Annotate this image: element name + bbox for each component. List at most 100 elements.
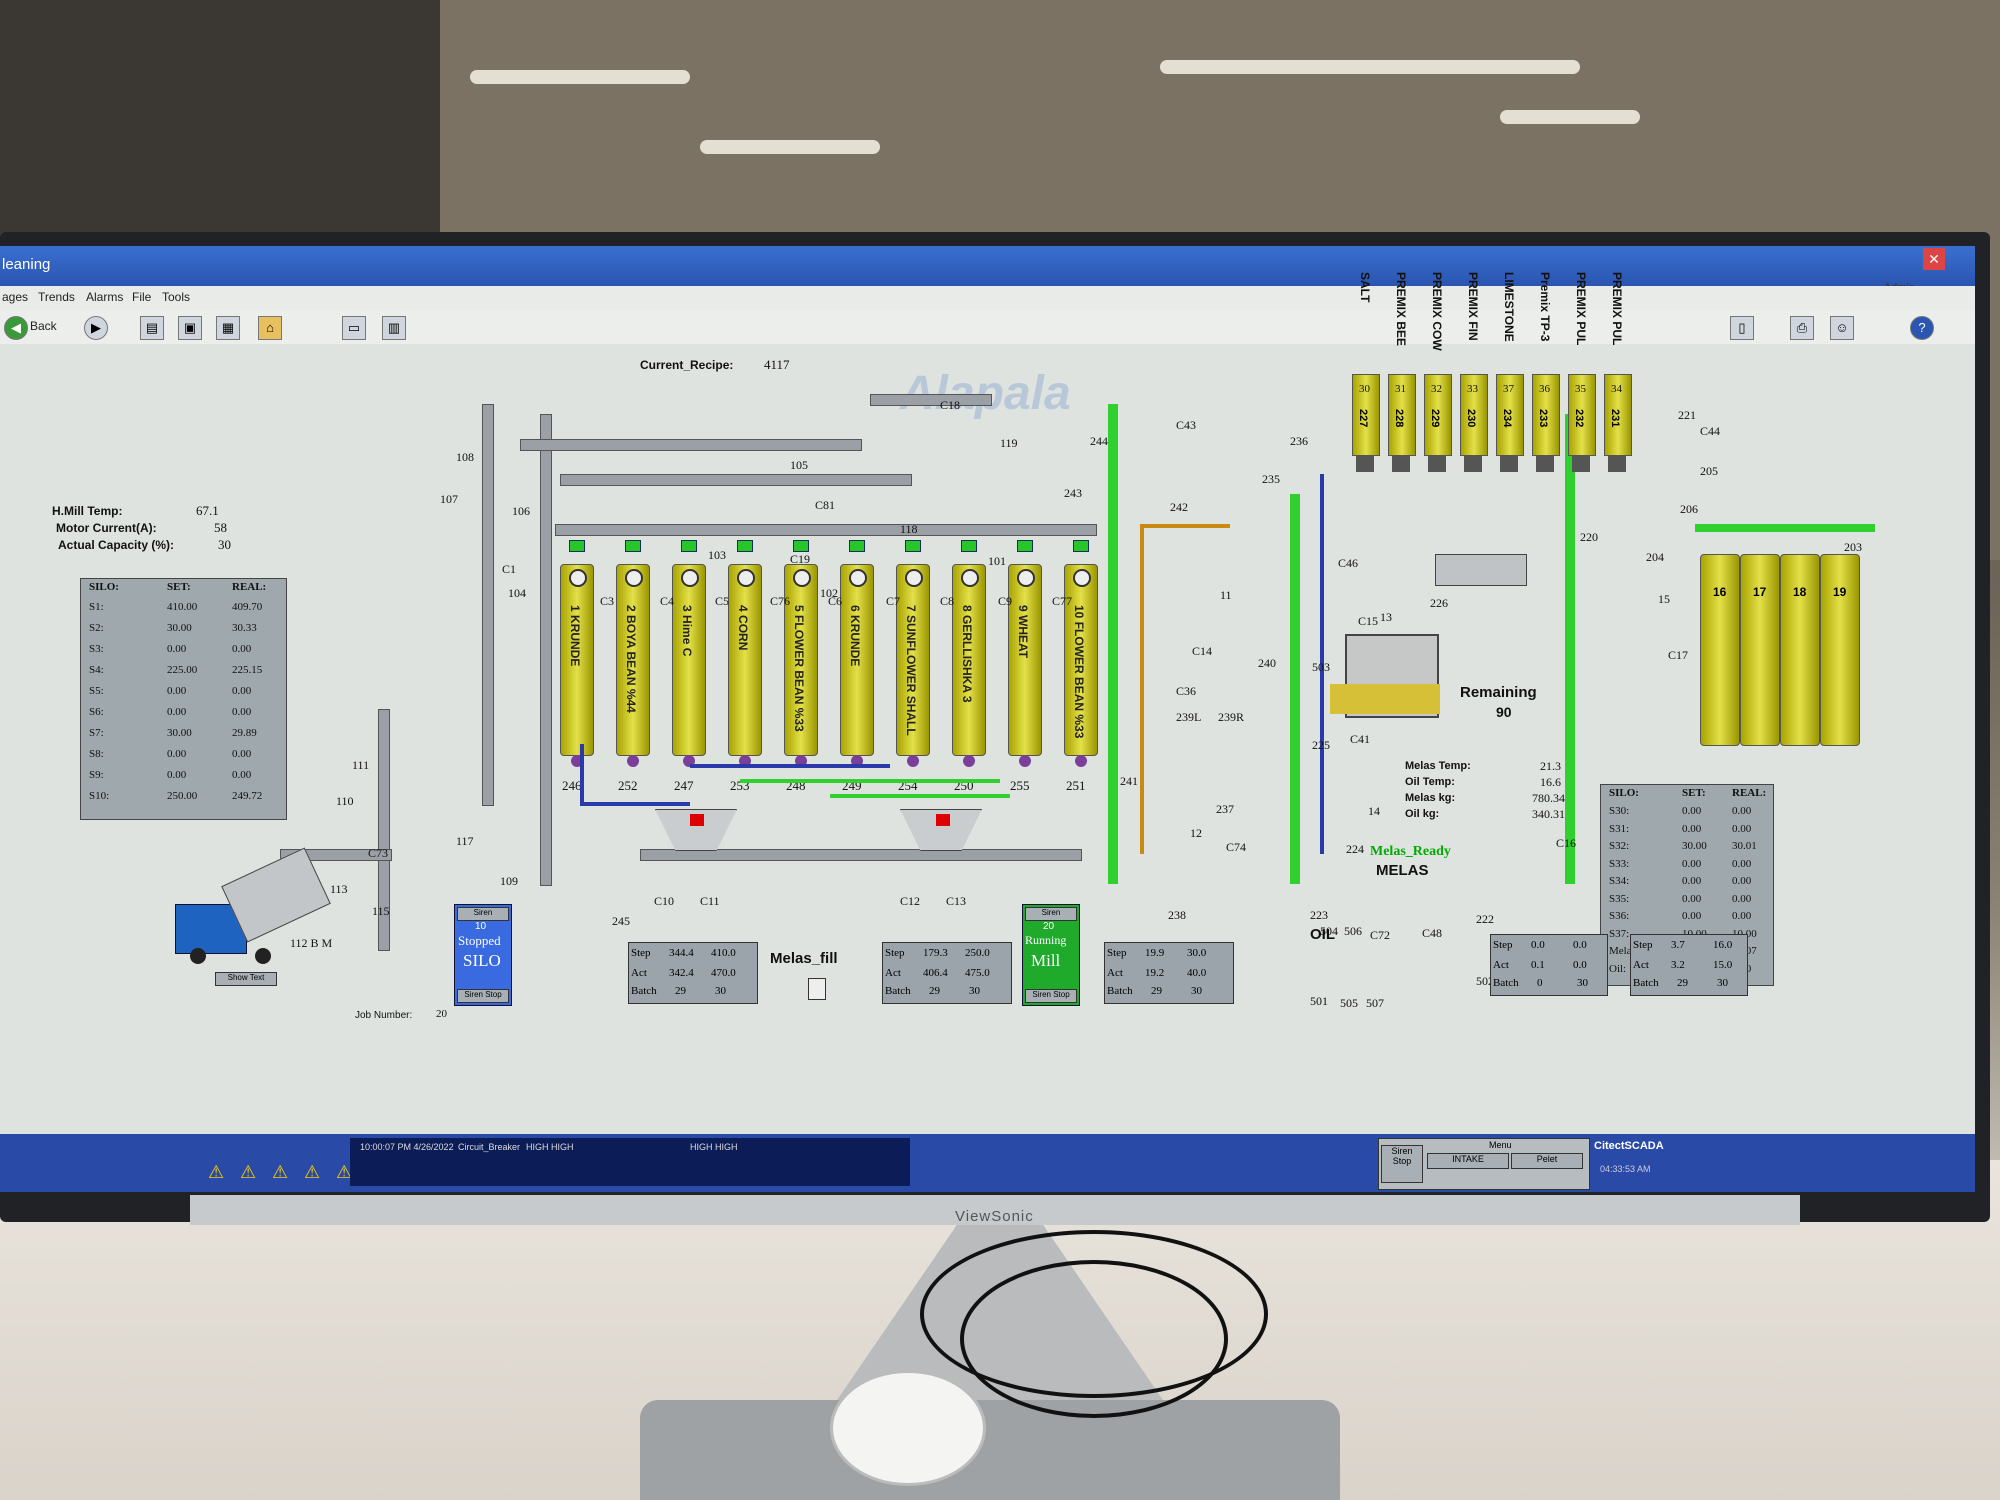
equipment-tag[interactable]: 118	[900, 522, 918, 536]
equipment-tag[interactable]: 506	[1344, 924, 1362, 938]
feed-gate-icon[interactable]	[625, 540, 641, 552]
feed-gate-icon[interactable]	[737, 540, 753, 552]
equipment-tag[interactable]: 14	[1368, 804, 1380, 818]
finished-silo-17[interactable]: 17	[1740, 554, 1780, 746]
equipment-tag[interactable]: 104	[508, 586, 526, 600]
print-icon[interactable]: ▦	[216, 316, 240, 340]
warning-icon[interactable]: ⚠	[208, 1162, 225, 1182]
menu-alarms[interactable]: Alarms	[86, 290, 124, 304]
forward-arrow-icon[interactable]: ▶	[84, 316, 108, 340]
equipment-tag[interactable]: 237	[1216, 802, 1234, 816]
feed-gate-icon[interactable]	[793, 540, 809, 552]
equipment-tag[interactable]: 115	[372, 904, 390, 918]
equipment-tag[interactable]: C74	[1226, 840, 1247, 854]
equipment-tag[interactable]: 244	[1090, 434, 1108, 448]
silo-5[interactable]: 5 FLOWER BEAN %33	[784, 564, 818, 767]
melas-fill-checkbox[interactable]	[808, 978, 826, 1000]
equipment-tag[interactable]: 205	[1700, 464, 1718, 478]
menu-file[interactable]: File	[132, 290, 152, 304]
equipment-tag[interactable]: C5	[715, 594, 730, 608]
equipment-tag[interactable]: C13	[946, 894, 967, 908]
silo-10[interactable]: 10 FLOWER BEAN %33	[1064, 564, 1098, 767]
feed-gate-icon[interactable]	[849, 540, 865, 552]
warning-icon[interactable]: ⚠	[304, 1162, 321, 1182]
equipment-tag[interactable]: 113	[330, 882, 348, 896]
equipment-tag[interactable]: C16	[1556, 836, 1577, 850]
warning-icon[interactable]: ⚠	[240, 1162, 257, 1182]
equipment-tag[interactable]: C46	[1338, 556, 1359, 570]
equipment-tag[interactable]: C19	[790, 552, 811, 566]
equipment-tag[interactable]: 220	[1580, 530, 1598, 544]
equipment-tag[interactable]: C4	[660, 594, 675, 608]
silo-8[interactable]: 8 GERLLISHKA 3	[952, 564, 986, 767]
picture-icon[interactable]: ▭	[342, 316, 366, 340]
finished-silo-19[interactable]: 19	[1820, 554, 1860, 746]
equipment-tag[interactable]: C76	[770, 594, 791, 608]
equipment-tag[interactable]: C9	[998, 594, 1013, 608]
discharge-valve-icon[interactable]	[627, 755, 639, 767]
mill-siren-button[interactable]: Siren	[1025, 907, 1077, 921]
equipment-tag[interactable]: 102	[820, 586, 838, 600]
equipment-tag[interactable]: 502	[1476, 974, 1494, 988]
finished-silo-18[interactable]: 18	[1780, 554, 1820, 746]
equipment-tag[interactable]: 507	[1366, 996, 1384, 1010]
equipment-tag[interactable]: 13	[1380, 610, 1392, 624]
warning-icon[interactable]: ⚠	[336, 1162, 353, 1182]
feed-gate-icon[interactable]	[1073, 540, 1089, 552]
equipment-tag[interactable]: C3	[600, 594, 615, 608]
equipment-tag[interactable]: C17	[1668, 648, 1689, 662]
equipment-tag[interactable]: 103	[708, 548, 726, 562]
menu-trends[interactable]: Trends	[38, 290, 75, 304]
feed-gate-icon[interactable]	[569, 540, 585, 552]
back-button[interactable]: Back	[30, 319, 57, 333]
printer-icon[interactable]: ⎙	[1790, 316, 1814, 340]
equipment-tag[interactable]: 206	[1680, 502, 1698, 516]
equipment-tag[interactable]: C8	[940, 594, 955, 608]
equipment-tag[interactable]: C77	[1052, 594, 1073, 608]
equipment-tag[interactable]: 111	[352, 758, 370, 772]
equipment-tag[interactable]: 107	[440, 492, 458, 506]
discharge-valve-icon[interactable]	[907, 755, 919, 767]
equipment-tag[interactable]: 15	[1658, 592, 1670, 606]
equipment-tag[interactable]: 225	[1312, 738, 1330, 752]
window-icon[interactable]: ▣	[178, 316, 202, 340]
alarm-list[interactable]: 10:00:07 PM 4/26/2022 Circuit_Breaker HI…	[350, 1138, 910, 1186]
equipment-tag[interactable]: 240	[1258, 656, 1276, 670]
menu-tools[interactable]: Tools	[162, 290, 191, 304]
equipment-tag[interactable]: 112 B M	[290, 936, 333, 950]
feed-gate-icon[interactable]	[905, 540, 921, 552]
help-icon[interactable]: ?	[1910, 316, 1934, 340]
equipment-tag[interactable]: 505	[1340, 996, 1358, 1010]
equipment-tag[interactable]: 242	[1170, 500, 1188, 514]
users-icon[interactable]: ☺	[1830, 316, 1854, 340]
equipment-tag[interactable]: 503	[1312, 660, 1330, 674]
discharge-valve-icon[interactable]	[1019, 755, 1031, 767]
equipment-tag[interactable]: 101	[988, 554, 1006, 568]
equipment-tag[interactable]: 241	[1120, 774, 1138, 788]
silo-7[interactable]: 7 SUNFLOWER SHALL	[896, 564, 930, 767]
show-text-button[interactable]: Show Text	[215, 972, 277, 986]
finished-silo-16[interactable]: 16	[1700, 554, 1740, 746]
siren-stop-button[interactable]: Siren Stop	[1381, 1145, 1423, 1183]
menu-pages[interactable]: ages	[2, 290, 29, 304]
page-icon[interactable]: ▤	[140, 316, 164, 340]
equipment-tag[interactable]: C15	[1358, 614, 1379, 628]
equipment-tag[interactable]: C73	[368, 846, 389, 860]
equipment-tag[interactable]: C18	[940, 398, 961, 412]
equipment-tag[interactable]: 501	[1310, 994, 1328, 1008]
feed-gate-icon[interactable]	[1017, 540, 1033, 552]
equipment-tag[interactable]: 12	[1190, 826, 1202, 840]
equipment-tag[interactable]: 108	[456, 450, 474, 464]
equipment-tag[interactable]: 106	[512, 504, 530, 518]
equipment-tag[interactable]: 221	[1678, 408, 1696, 422]
silo-3[interactable]: 3 Hime C	[672, 564, 706, 767]
silo-6[interactable]: 6 KRUNDE	[840, 564, 874, 767]
equipment-tag[interactable]: C48	[1422, 926, 1443, 940]
chart-icon[interactable]: ▥	[382, 316, 406, 340]
